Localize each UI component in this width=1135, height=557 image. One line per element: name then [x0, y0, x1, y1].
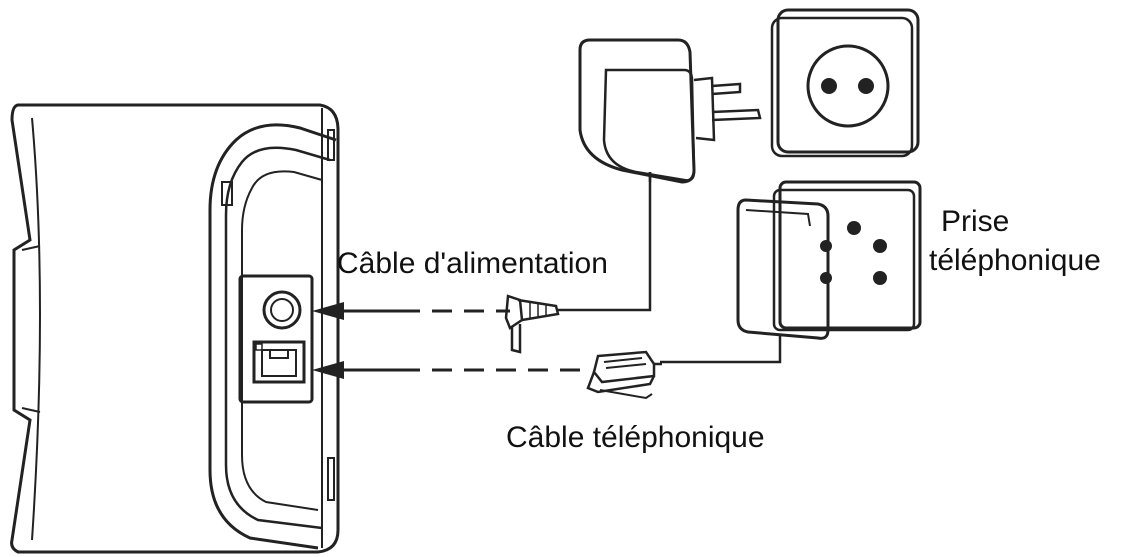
power-jack [262, 290, 302, 330]
phone-jack [252, 340, 306, 384]
phone-socket-label-line1: Prise [941, 205, 1010, 238]
rj11-plug-icon [586, 350, 662, 400]
phone-arrow [312, 361, 590, 379]
phone-wall-socket-icon [660, 180, 922, 364]
wall-outlet-icon [770, 8, 920, 158]
dc-plug-icon [504, 172, 652, 354]
power-cable-label: Câble d'alimentation [337, 247, 608, 280]
base-station [10, 103, 340, 554]
power-arrow [312, 302, 510, 320]
phone-socket-label-line2: téléphonique [929, 244, 1101, 277]
connector-panel [238, 274, 314, 404]
power-adapter-icon [578, 38, 762, 184]
phone-cable-label: Câble téléphonique [506, 421, 765, 454]
